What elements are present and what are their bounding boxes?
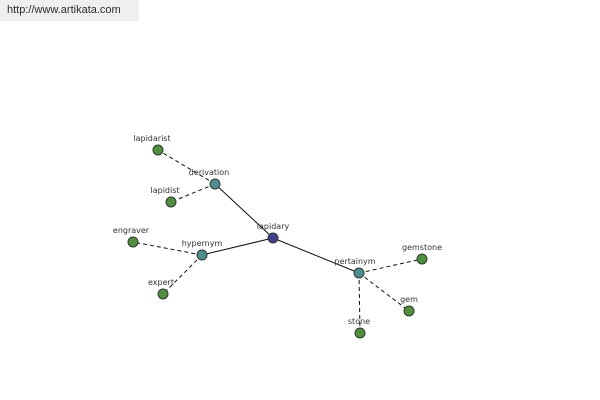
node-circle-derivation[interactable] [209,178,221,190]
node-label-derivation: derivation [189,168,229,177]
node-engraver[interactable]: engraver [113,226,150,248]
edge-pertainym-gemstone [358,258,423,274]
watermark-url[interactable]: http://www.artikata.com [0,0,139,21]
node-label-gemstone: gemstone [402,243,442,252]
node-lapidist[interactable]: lapidist [150,186,180,208]
node-circle-expert[interactable] [157,288,169,300]
edge-lapidary-hypernym [201,237,274,256]
node-gemstone[interactable]: gemstone [402,243,442,265]
node-gem[interactable]: gem [400,295,418,317]
node-label-expert: expert [148,278,174,287]
node-circle-gem[interactable] [403,305,415,317]
node-expert[interactable]: expert [148,278,174,300]
node-hypernym[interactable]: hypernym [182,239,223,261]
edge-derivation-lapidarist [157,149,216,185]
node-label-gem: gem [400,295,418,304]
node-label-pertainym: pertainym [334,257,375,266]
node-circle-lapidarist[interactable] [152,144,164,156]
node-circle-gemstone[interactable] [416,253,428,265]
node-circle-engraver[interactable] [127,236,139,248]
node-label-lapidist: lapidist [150,186,179,195]
node-label-lapidary: lapidary [257,222,290,231]
edge-derivation-lapidist [170,183,216,203]
node-circle-pertainym[interactable] [353,267,365,279]
node-label-engraver: engraver [113,226,150,235]
edge-lapidary-derivation [214,183,274,239]
edge-hypernym-engraver [132,241,203,256]
node-lapidary[interactable]: lapidary [257,222,290,244]
node-label-lapidarist: lapidarist [133,134,170,143]
edge-pertainym-gem [358,272,410,312]
node-circle-lapidary[interactable] [267,232,279,244]
node-label-hypernym: hypernym [182,239,223,248]
edge-lapidary-pertainym [272,237,360,274]
edge-hypernym-expert [162,254,203,295]
edges-layer [132,149,423,334]
node-circle-hypernym[interactable] [196,249,208,261]
node-derivation[interactable]: derivation [189,168,229,190]
edge-pertainym-stone [358,272,361,334]
node-stone[interactable]: stone [348,317,370,339]
node-lapidarist[interactable]: lapidarist [133,134,171,156]
node-circle-lapidist[interactable] [165,196,177,208]
node-pertainym[interactable]: pertainym [334,257,376,279]
node-circle-stone[interactable] [354,327,366,339]
nodes-layer: lapidary derivation hypernym pertainym lapid… [113,134,442,339]
node-label-stone: stone [348,317,370,326]
